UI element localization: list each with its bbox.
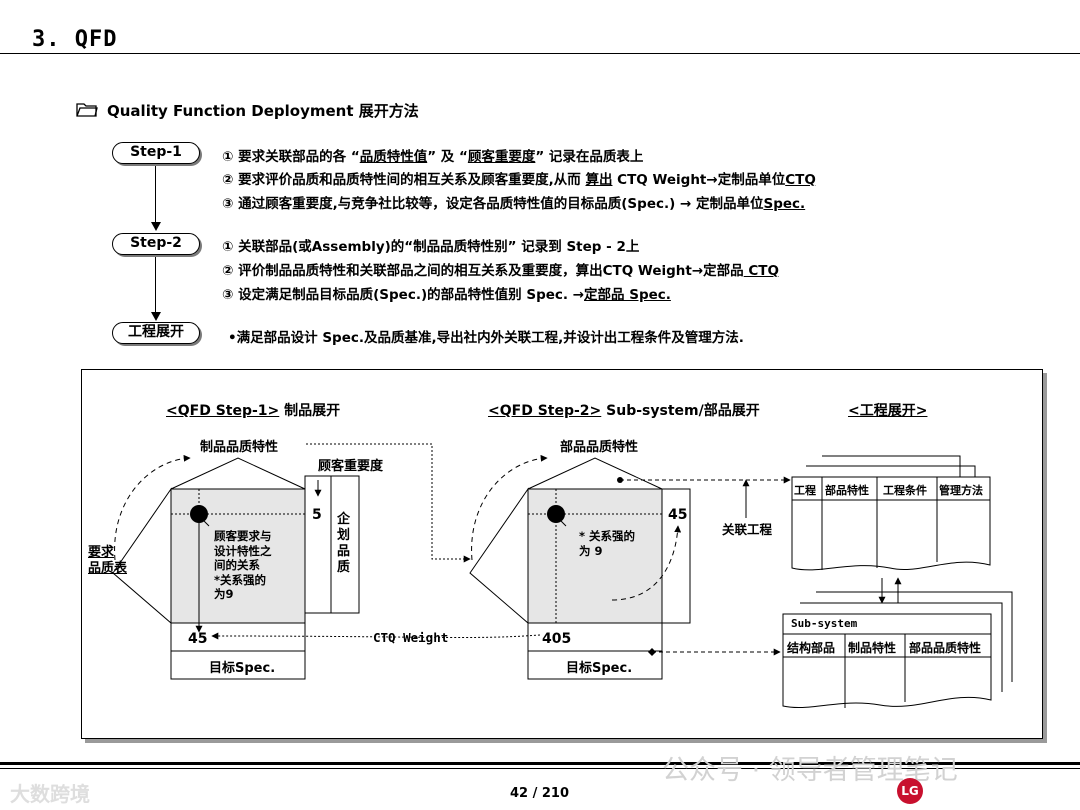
step-text-segment: ② 评价制品品质特性和关联部品之间的相互关系及重要度，算出CTQ Weight→… (222, 263, 744, 279)
step-text-segment: CTQ (785, 172, 816, 188)
subsystem-col-product-char: 制品特性 (848, 641, 897, 655)
title-divider (0, 53, 1080, 54)
process-line1: •满足部品设计 Spec.及品质基准,导出社内外关联工程,并设计出工程条件及管理… (228, 326, 744, 346)
planned-quality-label: 企划品质 (337, 512, 351, 575)
subsystem-table-stack (782, 591, 1013, 709)
ctq-weight-arrow (211, 632, 541, 640)
step1-line2: ② 要求评价品质和品质特性间的相互关系及顾客重要度,从而 算出 CTQ Weig… (222, 168, 816, 188)
product-quality-char-label: 制品品质特性 (200, 440, 279, 455)
step-text-segment: ” 及 “ (427, 149, 468, 165)
step-connector (155, 166, 156, 224)
flow-connector-1 (306, 443, 471, 563)
process-col-part-char: 部品特性 (825, 484, 869, 497)
footer-rule (0, 762, 1080, 765)
process-col-condition: 工程条件 (883, 484, 927, 497)
roof-2 (527, 457, 663, 490)
process-table-stack (791, 455, 991, 571)
step2-line1: ① 关联部品(或Assembly)的“制品品质特性别” 记录到 Step - 2… (222, 235, 639, 255)
step2-line2: ② 评价制品品质特性和关联部品之间的相互关系及重要度，算出CTQ Weight→… (222, 259, 779, 279)
page-number: 42 / 210 (510, 786, 570, 801)
step-text-segment: ② 要求评价品质和品质特性间的相互关系及顾客重要度,从而 (222, 172, 586, 188)
step-text-segment: ① 关联部品(或Assembly)的“制品品质特性别” 记录到 Step - 2… (222, 239, 640, 255)
folder-icon (76, 103, 98, 117)
step2-line3: ③ 设定满足制品目标品质(Spec.)的部品特性值别 Spec. →定部品 Sp… (222, 283, 671, 303)
target-spec-row-2 (527, 650, 663, 680)
process-pill: 工程展开 (112, 322, 200, 344)
subsystem-table (782, 613, 992, 709)
dashed-curve-1 (114, 454, 191, 561)
process-diagram-heading: <工程展开> (848, 403, 928, 419)
step1-line3: ③ 通过顾客重要度,与竞争社比较等，设定各品质特性值的目标品质(Spec.) →… (222, 192, 805, 212)
dashed-curve-2 (471, 454, 548, 561)
step1-line1: ① 要求关联部品的各 “品质特性值” 及 “顾客重要度” 记录在品质表上 (222, 145, 643, 165)
planned-quality-column (330, 475, 360, 614)
step-text-segment: ③ 设定满足制品目标品质(Spec.)的部品特性值别 Spec. → (222, 287, 585, 303)
house-of-quality-step2 (469, 454, 691, 680)
ctq-weight-label: CTQ Weight (373, 630, 449, 645)
step-text-segment: 算出 (585, 172, 613, 188)
step-text-segment: Spec. (763, 196, 806, 212)
relation-note-2: * 关系强的为 9 (579, 529, 636, 558)
step-text-segment: CTQ (743, 263, 779, 279)
house-of-quality-step1 (112, 454, 360, 680)
required-quality-table-label: 要求品质表 (88, 545, 128, 576)
target-spec-2: 目标Spec. (566, 661, 633, 676)
step-text-segment: 定部品 Spec. (584, 287, 671, 303)
step-text-segment: CTQ Weight→定制品单位 (612, 172, 786, 188)
arrow-down-icon (151, 312, 161, 321)
arrow-down-icon (151, 222, 161, 231)
weight-row-1 (170, 622, 306, 652)
step-text-segment: ” 记录在品质表上 (535, 149, 644, 165)
subsystem-title: Sub-system (791, 617, 858, 630)
subsystem-col-part-quality: 部品品质特性 (909, 641, 982, 655)
importance-value: 5 (312, 507, 322, 523)
customer-importance-label: 顾客重要度 (318, 459, 384, 474)
part-quality-char-label: 部品品质特性 (560, 440, 639, 455)
lg-logo: LG (897, 778, 923, 804)
step-text-segment: 品质特性值 (359, 149, 428, 165)
step-text-segment: ① 要求关联部品的各 “ (222, 149, 360, 165)
step2-diagram-heading: <QFD Step-2> Sub-system/部品展开 (488, 403, 760, 419)
process-col-process: 工程 (794, 484, 816, 497)
importance-column-2 (661, 488, 691, 624)
step1-pill: Step-1 (112, 142, 200, 164)
subsystem-col-structure: 结构部品 (787, 641, 836, 655)
page-title: 3. QFD (32, 27, 118, 52)
importance-column (304, 475, 332, 614)
importance-value-2: 45 (668, 507, 688, 523)
strong-relation-dot-2 (547, 505, 565, 523)
roof-1 (170, 457, 306, 490)
watermark-left: 大数跨境 (10, 782, 90, 806)
section-heading: Quality Function Deployment 展开方法 (107, 102, 419, 120)
weight-value-2: 405 (542, 631, 572, 647)
step1-diagram-heading: <QFD Step-1> 制品展开 (166, 403, 341, 419)
target-spec-1: 目标Spec. (209, 661, 276, 676)
target-spec-row-1 (170, 650, 306, 680)
step-connector (155, 257, 156, 313)
weight-value-1: 45 (188, 631, 208, 647)
process-col-management: 管理方法 (939, 484, 983, 497)
step-text-segment: ③ 通过顾客重要度,与竞争社比较等，设定各品质特性值的目标品质(Spec.) →… (222, 196, 764, 212)
step-text-segment: 顾客重要度 (467, 149, 536, 165)
dashed-curve-3 (611, 525, 682, 601)
relation-note-1: 顾客要求与设计特性之间的关系*关系强的为9 (214, 529, 272, 601)
left-wall-1 (112, 487, 172, 625)
related-process-label: 关联工程 (722, 522, 773, 537)
step2-pill: Step-2 (112, 233, 200, 255)
left-wall-2 (469, 487, 529, 625)
step-text-segment: •满足部品设计 Spec.及品质基准,导出社内外关联工程,并设计出工程条件及管理… (228, 330, 744, 346)
footer-rule-thin (0, 768, 1080, 769)
